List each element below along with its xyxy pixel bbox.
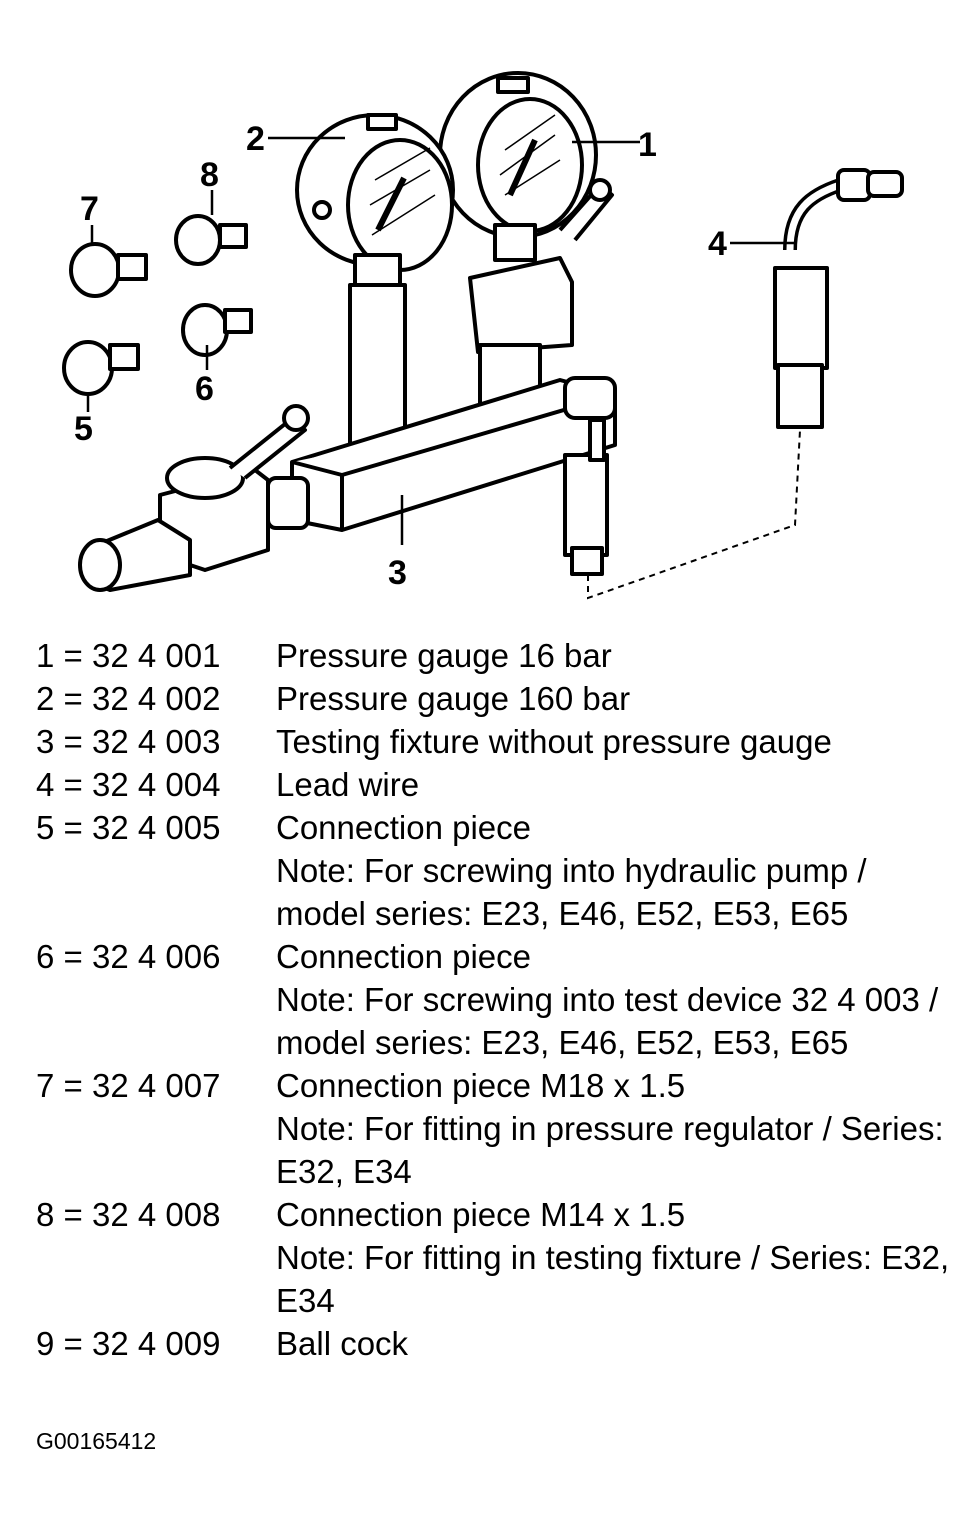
lead-wire-path (587, 429, 801, 600)
callout-2: 2 (246, 120, 265, 158)
testing-fixture-body (290, 376, 617, 576)
legend-description-text: Connection piece (276, 809, 532, 846)
legend-code: 6 = 32 4 006 (36, 938, 221, 975)
legend-row: 7 = 32 4 007 Connection piece M18 x 1.5 … (36, 1064, 956, 1193)
pressure-gauge-16-bar (438, 71, 614, 412)
legend-description-text: Connection piece (276, 938, 532, 975)
legend-row: 4 = 32 4 004 Lead wire (36, 763, 956, 806)
callout-7: 7 (80, 190, 99, 228)
legend-description: Testing fixture without pressure gauge (276, 723, 832, 760)
legend-code: 2 = 32 4 002 (36, 680, 221, 717)
legend-row: 9 = 32 4 009 Ball cock (36, 1322, 956, 1365)
legend-description: Lead wire (276, 766, 420, 803)
callout-8: 8 (200, 156, 219, 194)
legend-description: Connection piece M14 x 1.5 Note: For fit… (276, 1193, 956, 1322)
legend-code: 7 = 32 4 007 (36, 1067, 221, 1104)
callout-4: 4 (708, 225, 727, 263)
connection-piece-7 (69, 242, 148, 298)
legend-row: 3 = 32 4 003 Testing fixture without pre… (36, 720, 956, 763)
legend-description: Connection piece Note: For screwing into… (276, 935, 956, 1064)
connection-piece-8 (174, 214, 248, 266)
legend-description: Connection piece M18 x 1.5 Note: For fit… (276, 1064, 956, 1193)
lead-wire (773, 168, 904, 429)
callout-6: 6 (195, 370, 214, 408)
legend-row: 1 = 32 4 001 Pressure gauge 16 bar (36, 634, 956, 677)
legend-code: 3 = 32 4 003 (36, 723, 221, 760)
figure-id: G00165412 (36, 1428, 157, 1454)
legend-note: Note: For fitting in pressure regulator … (276, 1110, 944, 1190)
callout-1: 1 (638, 126, 657, 164)
legend-description: Pressure gauge 160 bar (276, 680, 631, 717)
legend-code: 9 = 32 4 009 (36, 1325, 221, 1362)
tool-diagram: 1 2 3 4 5 6 7 8 (62, 71, 904, 600)
legend-description: Pressure gauge 16 bar (276, 637, 612, 674)
ball-cock (78, 404, 310, 592)
legend-description: Ball cock (276, 1325, 409, 1362)
legend-row: 6 = 32 4 006 Connection piece Note: For … (36, 935, 956, 1064)
connection-piece-6 (181, 303, 253, 357)
callout-3: 3 (388, 554, 407, 592)
legend-row: 2 = 32 4 002 Pressure gauge 160 bar (36, 677, 956, 720)
legend-code: 8 = 32 4 008 (36, 1196, 221, 1233)
pressure-gauge-160-bar (295, 113, 455, 457)
legend-note: Note: For fitting in testing fixture / S… (276, 1239, 950, 1319)
legend-row: 5 = 32 4 005 Connection piece Note: For … (36, 806, 956, 935)
connection-piece-5 (62, 340, 140, 396)
legend-code: 1 = 32 4 001 (36, 637, 221, 674)
callout-5: 5 (74, 410, 93, 448)
legend-description-text: Connection piece M14 x 1.5 (276, 1196, 686, 1233)
legend-note: Note: For screwing into test device 32 4… (276, 981, 939, 1061)
legend-description: Connection piece Note: For screwing into… (276, 806, 956, 935)
parts-legend: 1 = 32 4 001 Pressure gauge 16 bar 2 = 3… (36, 634, 956, 1365)
legend-note: Note: For screwing into hydraulic pump /… (276, 852, 867, 932)
legend-code: 5 = 32 4 005 (36, 809, 221, 846)
legend-code: 4 = 32 4 004 (36, 766, 221, 803)
legend-row: 8 = 32 4 008 Connection piece M14 x 1.5 … (36, 1193, 956, 1322)
legend-description-text: Connection piece M18 x 1.5 (276, 1067, 686, 1104)
